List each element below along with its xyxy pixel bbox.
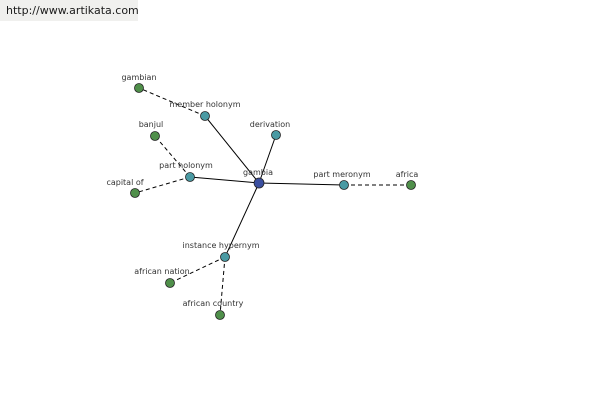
edge-gambia-to-derivation [258,134,277,184]
node-label-instance-hypernym[interactable]: instance hypernym [183,241,260,250]
node-label-gambian[interactable]: gambian [121,73,156,82]
edge-gambia-to-member-holonym [204,115,260,184]
node-label-part-meronym[interactable]: part meronym [313,170,370,179]
node-member-holonym[interactable] [200,111,210,121]
edge-gambia-to-part-meronym [258,182,345,186]
site-url-banner[interactable]: http://www.artikata.com [0,0,138,21]
edge-part-holonym-to-capital-of [134,176,191,194]
node-instance-hypernym[interactable] [220,252,230,262]
edge-instance-hypernym-to-african-nation [169,256,226,284]
edge-part-holonym-to-banjul [154,135,191,178]
node-label-african-nation[interactable]: african nation [134,267,189,276]
node-label-african-country[interactable]: african country [183,299,244,308]
edge-gambia-to-part-holonym [189,176,260,184]
node-label-capital-of[interactable]: capital of [106,178,143,187]
node-capital-of[interactable] [130,188,140,198]
node-derivation[interactable] [271,130,281,140]
node-part-meronym[interactable] [339,180,349,190]
node-banjul[interactable] [150,131,160,141]
edge-instance-hypernym-to-african-country [219,256,226,316]
node-gambia[interactable] [253,177,265,189]
node-label-africa[interactable]: africa [396,170,419,179]
nodes-layer [130,83,416,320]
edge-gambia-to-instance-hypernym [224,182,260,258]
node-african-nation[interactable] [165,278,175,288]
edges-layer [134,87,411,316]
node-african-country[interactable] [215,310,225,320]
edge-member-holonym-to-gambian [138,87,206,117]
labels-layer: gambia member holonym derivation part holon… [106,73,418,308]
node-label-gambia[interactable]: gambia [243,168,273,177]
node-label-derivation[interactable]: derivation [250,120,290,129]
node-africa[interactable] [406,180,416,190]
node-part-holonym[interactable] [185,172,195,182]
node-gambian[interactable] [134,83,144,93]
node-label-part-holonym[interactable]: part holonym [159,161,213,170]
node-label-banjul[interactable]: banjul [139,120,164,129]
node-label-member-holonym[interactable]: member holonym [169,100,240,109]
